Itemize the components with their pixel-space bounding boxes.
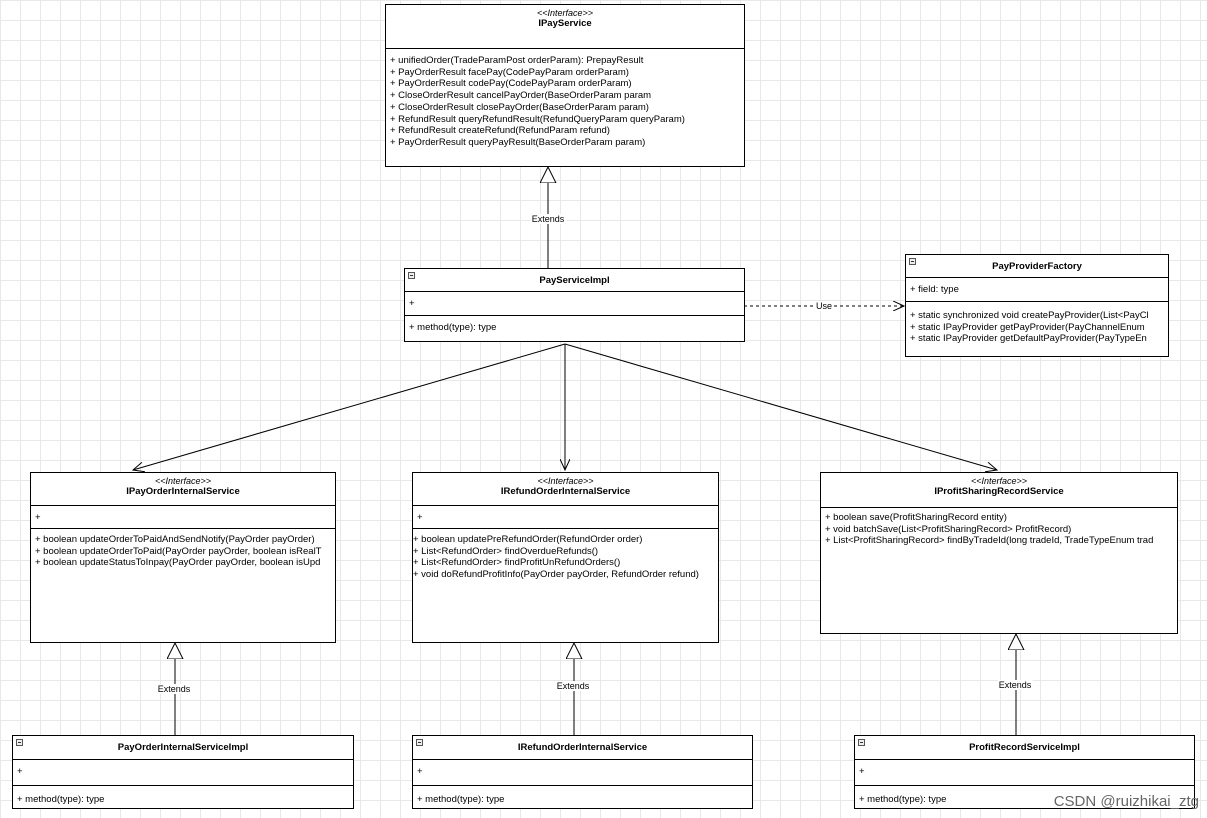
method: + boolean updateOrderToPaid(PayOrder pay… xyxy=(35,545,322,557)
class-name: IPayService xyxy=(538,18,592,29)
extends-label: Extends xyxy=(156,684,192,694)
method: + static synchronized void createPayProv… xyxy=(910,310,1149,321)
watermark: CSDN @ruizhikai_ztg xyxy=(1053,793,1199,810)
irefundorderinternalservice-impl-class[interactable]: IRefundOrderInternalService + + method(t… xyxy=(412,735,753,809)
payorderinternalserviceimpl-class[interactable]: PayOrderInternalServiceImpl + + method(t… xyxy=(12,735,354,809)
extends-label: Extends xyxy=(555,681,591,691)
field: + field: type xyxy=(906,278,1168,302)
method: + boolean save(ProfitSharingRecord entit… xyxy=(825,512,1007,523)
class-name: IRefundOrderInternalService xyxy=(500,486,631,497)
method: + List<ProfitSharingRecord> findByTradeI… xyxy=(825,535,1154,547)
field: + xyxy=(413,506,718,529)
collapse-icon[interactable] xyxy=(416,739,423,746)
stereotype: <<Interface>> xyxy=(536,8,594,18)
class-name: PayServiceImpl xyxy=(539,275,610,286)
method: + void batchSave(List<ProfitSharingRecor… xyxy=(825,523,1072,535)
collapse-icon[interactable] xyxy=(16,739,23,746)
method: + boolean updatePreRefundOrder(RefundOrd… xyxy=(413,534,643,545)
field: + xyxy=(855,760,1194,786)
field: + xyxy=(13,760,353,786)
method: + method(type): type xyxy=(859,794,947,805)
field: + xyxy=(405,292,744,316)
method: + PayOrderResult facePay(CodePayParam or… xyxy=(390,66,629,78)
method: + unifiedOrder(TradeParamPost orderParam… xyxy=(390,55,644,66)
method: + method(type): type xyxy=(409,322,497,333)
method: + RefundResult createRefund(RefundParam … xyxy=(390,125,610,137)
assoc-line-payorder xyxy=(133,343,566,470)
class-name: ProfitRecordServiceImpl xyxy=(969,742,1080,753)
method: + method(type): type xyxy=(17,794,105,805)
extends-label: Extends xyxy=(530,214,566,224)
method: + boolean updateStatusToInpay(PayOrder p… xyxy=(35,557,321,569)
method: + RefundResult queryRefundResult(RefundQ… xyxy=(390,113,685,125)
stereotype: <<Interface>> xyxy=(537,476,594,486)
extends-label: Extends xyxy=(997,680,1033,690)
class-name: IPayOrderInternalService xyxy=(126,486,240,497)
method: + List<RefundOrder> findOverdueRefunds() xyxy=(413,545,599,557)
use-label: Use xyxy=(814,301,834,311)
class-name: IProfitSharingRecordService xyxy=(934,486,1064,497)
method: + void doRefundProfitInfo(PayOrder payOr… xyxy=(413,569,699,581)
iprofitsharingrecordservice-interface[interactable]: <<Interface>>IProfitSharingRecordService… xyxy=(820,472,1178,634)
method: + CloseOrderResult closePayOrder(BaseOrd… xyxy=(390,101,649,113)
class-name: PayProviderFactory xyxy=(992,261,1082,272)
method: + List<RefundOrder> findProfitUnRefundOr… xyxy=(413,557,621,569)
class-name: IRefundOrderInternalService xyxy=(517,742,648,753)
stereotype: <<Interface>> xyxy=(154,476,212,486)
method: + static IPayProvider getPayProvider(Pay… xyxy=(910,321,1145,333)
method: + CloseOrderResult cancelPayOrder(BaseOr… xyxy=(390,90,652,102)
payserviceimpl-class[interactable]: PayServiceImpl + + method(type): type xyxy=(404,268,745,342)
method: + static IPayProvider getDefaultPayProvi… xyxy=(910,333,1147,345)
payproviderfactory-class[interactable]: PayProviderFactory + field: type + stati… xyxy=(905,254,1169,357)
collapse-icon[interactable] xyxy=(909,258,916,265)
class-name: PayOrderInternalServiceImpl xyxy=(117,742,249,753)
collapse-icon[interactable] xyxy=(408,272,415,279)
stereotype: <<Interface>> xyxy=(970,476,1028,486)
assoc-line-profit xyxy=(564,343,997,470)
profitrecordserviceimpl-class[interactable]: ProfitRecordServiceImpl + + method(type)… xyxy=(854,735,1195,809)
collapse-icon[interactable] xyxy=(858,739,865,746)
method: + boolean updateOrderToPaidAndSendNotify… xyxy=(35,534,315,545)
ipayorderinternalservice-interface[interactable]: <<Interface>>IPayOrderInternalService + … xyxy=(30,472,336,643)
ipayservice-interface[interactable]: <<Interface>>IPayService + unifiedOrder(… xyxy=(385,4,745,167)
irefundorderinternalservice-interface[interactable]: <<Interface>>IRefundOrderInternalService… xyxy=(412,472,719,643)
method: + method(type): type xyxy=(417,794,505,805)
field: + xyxy=(31,506,335,529)
method: + PayOrderResult queryPayResult(BaseOrde… xyxy=(390,136,646,148)
method: + PayOrderResult codePay(CodePayParam or… xyxy=(390,78,632,90)
field: + xyxy=(413,760,752,786)
